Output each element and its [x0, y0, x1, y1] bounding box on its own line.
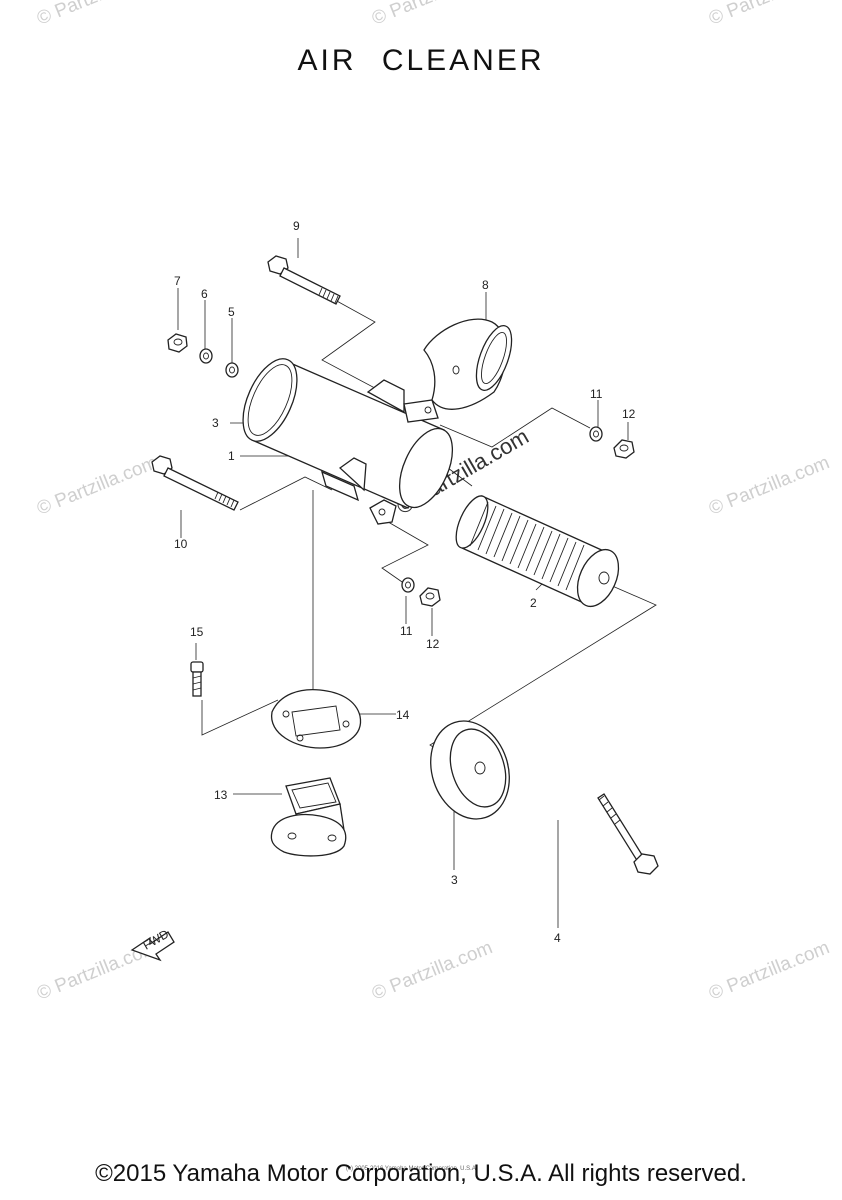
callout-15: 15	[190, 625, 204, 639]
watermark-text: © Partzilla.com	[369, 937, 496, 1004]
callout-6: 6	[201, 287, 208, 301]
callout-13: 13	[214, 788, 228, 802]
leader-lines	[177, 238, 657, 928]
bolt-9	[267, 255, 341, 305]
cap-3	[430, 720, 510, 820]
footer-copyright: ©2015 Yamaha Motor Corporation, U.S.A. A…	[95, 1160, 747, 1187]
callout-8: 8	[482, 278, 489, 292]
watermark-text: © Partzilla.com	[34, 452, 161, 519]
page-title: AIR CLEANER	[297, 44, 545, 77]
gasket-14	[271, 688, 362, 749]
callout-2: 2	[530, 596, 537, 610]
watermark-text: © Partzilla.com	[706, 0, 833, 30]
nut-12-upper	[613, 439, 635, 459]
callout-4: 4	[554, 931, 561, 945]
nut-12-lower	[419, 587, 441, 607]
washer-5	[225, 362, 239, 378]
callout-5: 5	[228, 305, 235, 319]
bolt-10	[151, 455, 239, 511]
bolt-4	[597, 793, 659, 875]
filter-element-2	[455, 495, 620, 608]
intake-joint-13	[270, 777, 347, 857]
callout-14: 14	[396, 708, 410, 722]
washer-6	[199, 348, 213, 364]
fine-copyright: (c) 2005-2016 Yamaha Motor Corporation, …	[346, 1166, 478, 1172]
callout-3-lower: 3	[451, 873, 458, 887]
callout-9: 9	[293, 219, 300, 233]
callout-11-upper: 11	[590, 387, 603, 401]
callout-10: 10	[174, 537, 188, 551]
watermark-text: © Partzilla.com	[369, 0, 496, 30]
watermark-layer: © Partzilla.com © Partzilla.com © Partzi…	[34, 0, 833, 1005]
callout-3-upper: 3	[212, 416, 219, 430]
washer-11-lower	[401, 577, 415, 593]
callout-7: 7	[174, 274, 181, 288]
callout-12-upper: 12	[622, 407, 636, 421]
watermark-text: © Partzilla.com	[706, 937, 833, 1004]
screw-15	[190, 661, 204, 697]
callout-labels: 9 7 6 5 8 3 1 11 12 10 2 11 12 15 14 13 …	[174, 219, 636, 945]
watermark-text: © Partzilla.com	[706, 452, 833, 519]
callout-1: 1	[228, 449, 235, 463]
nut-7	[167, 333, 188, 353]
washer-11-upper	[589, 426, 603, 442]
callout-12-lower: 12	[426, 637, 440, 651]
air-cleaner-case-1	[242, 358, 454, 525]
watermark-text: © Partzilla.com	[34, 0, 161, 30]
joint-8	[423, 318, 513, 410]
callout-11-lower: 11	[400, 624, 413, 638]
